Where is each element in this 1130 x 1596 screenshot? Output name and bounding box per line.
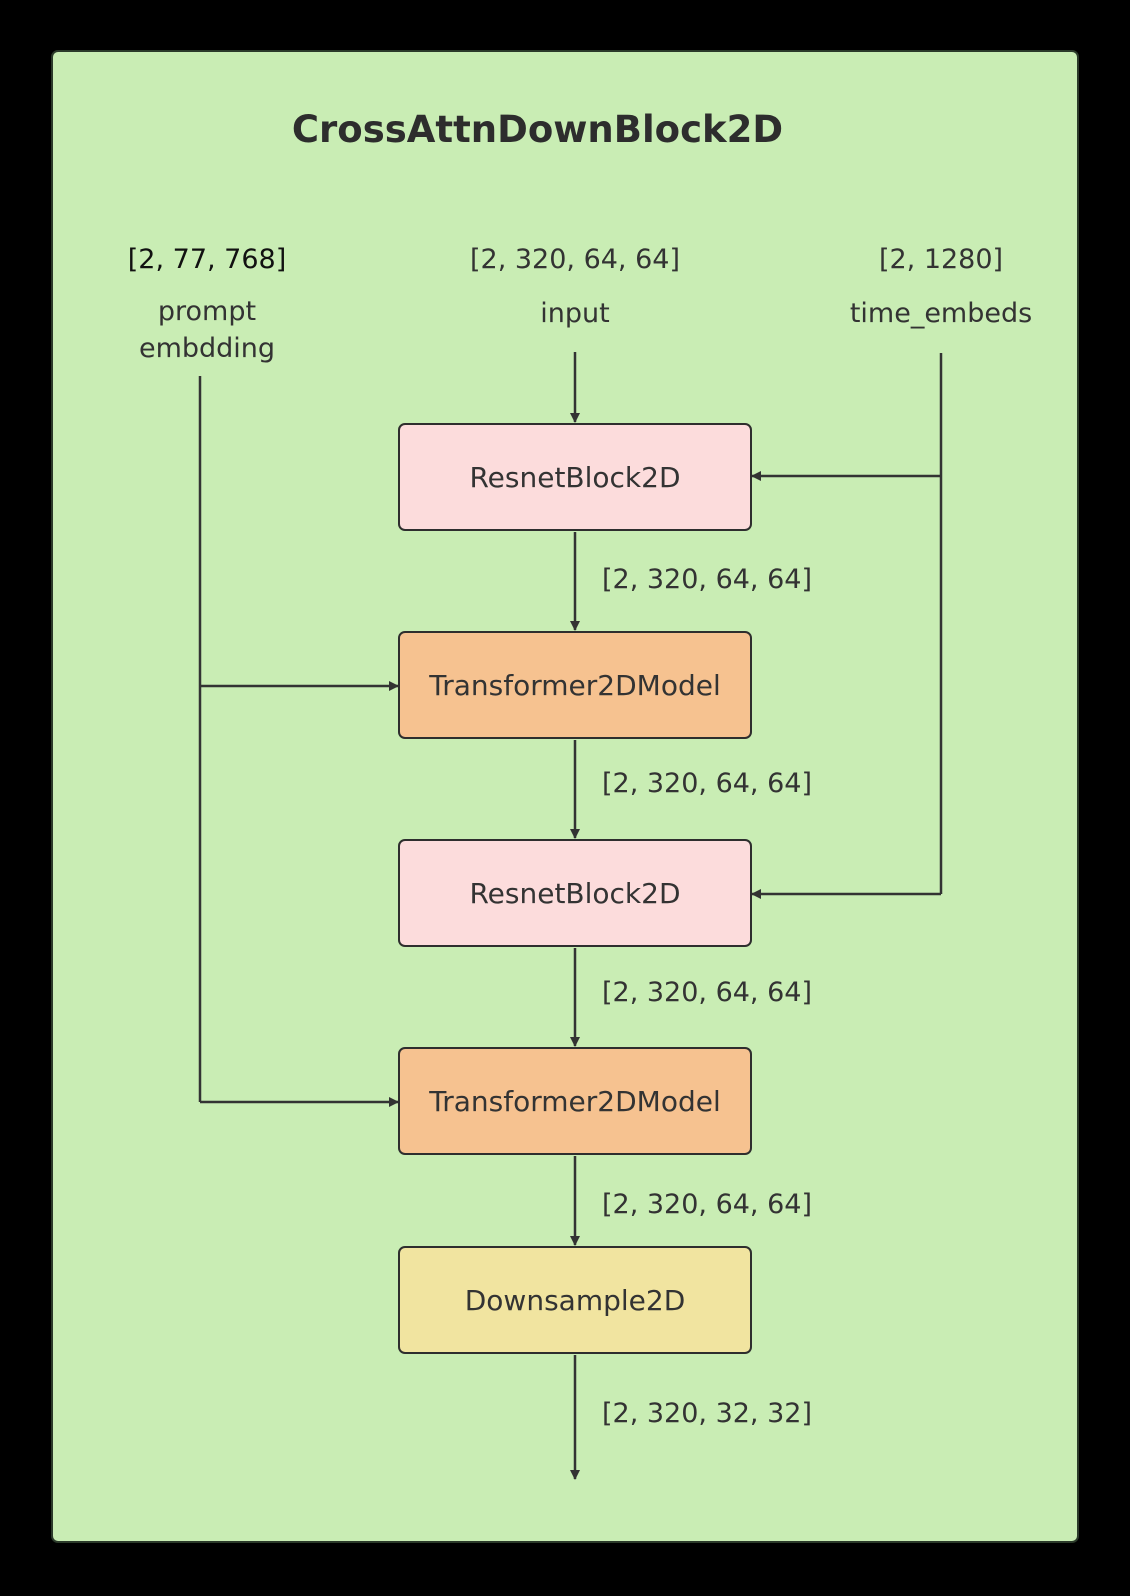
prompt-name-label-line2: embdding	[138, 333, 276, 364]
node-transformer-model-1: Transformer2DModel	[398, 631, 752, 739]
time-embeds-name-label: time_embeds	[849, 298, 1033, 329]
prompt-name-label-line1: prompt	[157, 296, 257, 327]
node-transformer-model-2: Transformer2DModel	[398, 1047, 752, 1155]
edge-shape-label-3: [2, 320, 64, 64]	[602, 977, 812, 1008]
input-name-label: input	[540, 298, 610, 329]
edge-shape-label-4: [2, 320, 64, 64]	[602, 1189, 812, 1220]
node-downsample: Downsample2D	[398, 1246, 752, 1354]
input-shape-label: [2, 320, 64, 64]	[470, 244, 680, 275]
edge-shape-label-1: [2, 320, 64, 64]	[602, 564, 812, 595]
edge-shape-label-5: [2, 320, 32, 32]	[602, 1398, 812, 1429]
diagram-title: CrossAttnDownBlock2D	[291, 108, 784, 151]
time-embeds-shape-label: [2, 1280]	[878, 244, 1004, 275]
node-resnet-block-2: ResnetBlock2D	[398, 839, 752, 947]
node-resnet-block-1: ResnetBlock2D	[398, 423, 752, 531]
edge-shape-label-2: [2, 320, 64, 64]	[602, 768, 812, 799]
prompt-shape-label: [2, 77, 768]	[127, 244, 287, 275]
